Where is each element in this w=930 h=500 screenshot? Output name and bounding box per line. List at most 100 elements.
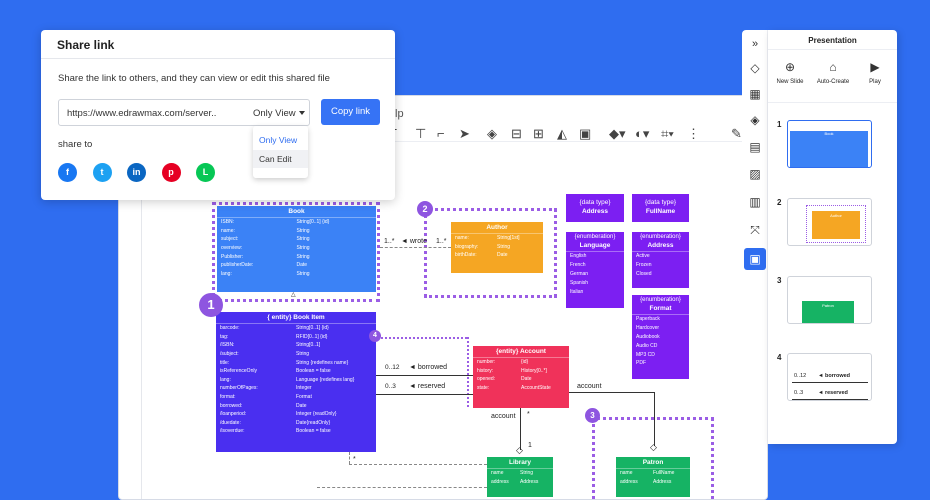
page-icon[interactable]: ▤ xyxy=(749,140,761,154)
line-icon[interactable]: L xyxy=(196,163,215,182)
attribute-name: state: xyxy=(477,385,490,392)
share-to-label: share to xyxy=(58,139,93,150)
attribute-type: Boolean = false xyxy=(296,368,331,375)
crop-icon[interactable]: ⌗▾ xyxy=(661,126,674,141)
align-icon[interactable]: ⊟ xyxy=(511,126,522,141)
facebook-icon[interactable]: f xyxy=(58,163,77,182)
thumb-mult: 0..3 xyxy=(794,390,804,396)
flip-icon[interactable]: ◭ xyxy=(557,126,567,141)
attribute-row: name:String[1st] xyxy=(451,234,543,243)
borrowed-connector xyxy=(376,375,473,376)
attribute-name: /subject: xyxy=(220,351,239,358)
connector xyxy=(349,452,350,464)
pointer-icon[interactable]: ➤ xyxy=(459,126,470,141)
selection-frame-account-top xyxy=(372,337,467,339)
mindmap-icon[interactable]: ⤧ xyxy=(750,223,760,237)
enum-value: Frozen xyxy=(636,262,652,269)
connector-icon[interactable]: ⌐ xyxy=(437,126,445,141)
share-link-dialog: Share link Share the link to others, and… xyxy=(41,30,395,200)
account-label: account xyxy=(577,383,602,390)
attribute-row: lang:String xyxy=(217,270,376,279)
image-icon[interactable]: ▨ xyxy=(749,167,761,181)
layers-icon[interactable]: ◈ xyxy=(750,113,760,127)
attribute-row: ISBN:String[0..1] {id} xyxy=(217,218,376,227)
linkedin-icon[interactable]: in xyxy=(127,163,146,182)
slide-thumbnail-3[interactable]: Patron xyxy=(787,276,872,324)
step-badge-1[interactable]: 1 xyxy=(199,293,223,317)
thumb-author-entity: Author xyxy=(812,211,860,239)
attribute-type: AccountState xyxy=(521,385,551,392)
permission-select[interactable]: Only View xyxy=(253,108,296,119)
text-box-icon[interactable]: ⊤ xyxy=(415,126,427,141)
slide-thumbnail-1[interactable]: Book xyxy=(787,120,872,168)
more-icon[interactable]: ⋮ xyxy=(687,126,700,141)
chevron-down-icon[interactable] xyxy=(299,111,305,115)
presentation-icon[interactable]: ▣ xyxy=(749,252,761,266)
share-url[interactable]: https://www.edrawmax.com/server.. xyxy=(67,108,217,119)
enum-stereotype: {enumberation} xyxy=(640,234,681,240)
thumb-selection xyxy=(806,205,866,243)
book-item-entity[interactable]: { entity} Book Item barcode:String[0..1]… xyxy=(216,312,376,452)
menu-help-fragment[interactable]: lp xyxy=(395,108,404,120)
layers-icon[interactable]: ◈ xyxy=(487,126,497,141)
step-badge-4[interactable]: 4 xyxy=(369,330,381,342)
data-icon[interactable]: ▥ xyxy=(749,195,761,209)
fullname-datatype-entity[interactable]: {data type} FullName xyxy=(632,194,689,222)
new-slide-button[interactable]: ⊕ New Slide xyxy=(765,60,815,85)
enum-stereotype: {enumberation} xyxy=(574,234,616,240)
address-datatype-entity[interactable]: {data type} Address xyxy=(566,194,624,222)
attribute-row: birthDate:Date xyxy=(451,251,543,260)
attribute-type: Integer xyxy=(296,385,312,392)
option-can-edit[interactable]: Can Edit xyxy=(253,150,308,168)
account-entity[interactable]: {entity} Account number:{id}history:Hist… xyxy=(473,346,569,408)
attribute-name: opened: xyxy=(477,376,496,383)
attribute-type: Integer {readOnly} xyxy=(296,411,337,418)
twitter-icon[interactable]: t xyxy=(92,163,112,182)
attribute-name: barcode: xyxy=(220,325,240,332)
connector xyxy=(349,464,487,465)
attribute-type: String[0..1] {id} xyxy=(296,325,329,332)
borrowed-label: ◄ borrowed xyxy=(409,364,448,371)
attribute-type: Date xyxy=(497,252,508,259)
attribute-name: borrowed: xyxy=(220,402,243,409)
attribute-row: /loanperiod:Integer {readOnly} xyxy=(216,410,376,419)
share-link-field[interactable]: https://www.edrawmax.com/server.. Only V… xyxy=(58,99,310,126)
copy-link-button[interactable]: Copy link xyxy=(321,99,380,125)
attribute-name: name xyxy=(491,470,504,477)
step-badge-2[interactable]: 2 xyxy=(417,201,433,217)
fill-icon[interactable]: ◇ xyxy=(750,61,760,75)
slide-thumbnail-2[interactable]: Author xyxy=(787,198,872,246)
fill-color-icon[interactable]: ◆▾ xyxy=(609,126,626,141)
grid-icon[interactable]: ▦ xyxy=(749,87,761,101)
attribute-row: borrowed:Date xyxy=(216,401,376,410)
distribute-icon[interactable]: ⊞ xyxy=(533,126,544,141)
step-badge-3[interactable]: 3 xyxy=(585,408,600,423)
pinterest-icon[interactable]: p xyxy=(161,163,181,182)
image-icon[interactable]: ▣ xyxy=(579,126,592,141)
auto-create-button[interactable]: ⌂ Auto-Create xyxy=(808,60,858,85)
attribute-name: format: xyxy=(220,394,236,401)
presentation-panel: Presentation ⊕ New Slide ⌂ Auto-Create ▶… xyxy=(768,30,897,444)
line-style-icon[interactable]: ◐▾ xyxy=(635,126,650,141)
attribute-type: String xyxy=(296,245,310,252)
thumb-book-entity: Book xyxy=(790,131,868,167)
play-button[interactable]: ▶ Play xyxy=(850,60,900,85)
option-only-view[interactable]: Only View xyxy=(259,135,298,145)
attribute-type: Date{readOnly} xyxy=(296,419,331,426)
collapse-panel-icon[interactable]: » xyxy=(751,38,759,50)
slide-thumbnail-4[interactable]: 0..12 ◄ borrowed 0..3 ◄ reserved xyxy=(787,353,872,401)
presentation-tab-active[interactable] xyxy=(744,248,766,270)
author-title: Author xyxy=(451,222,543,234)
attribute-row: tag:RFID[0..1] {id} xyxy=(216,333,376,342)
divider xyxy=(768,49,897,50)
enum-stereotype: {enumberation} xyxy=(640,297,681,303)
pen-icon[interactable]: ✎ xyxy=(731,126,742,141)
attribute-name: isReferenceOnly xyxy=(220,368,257,375)
